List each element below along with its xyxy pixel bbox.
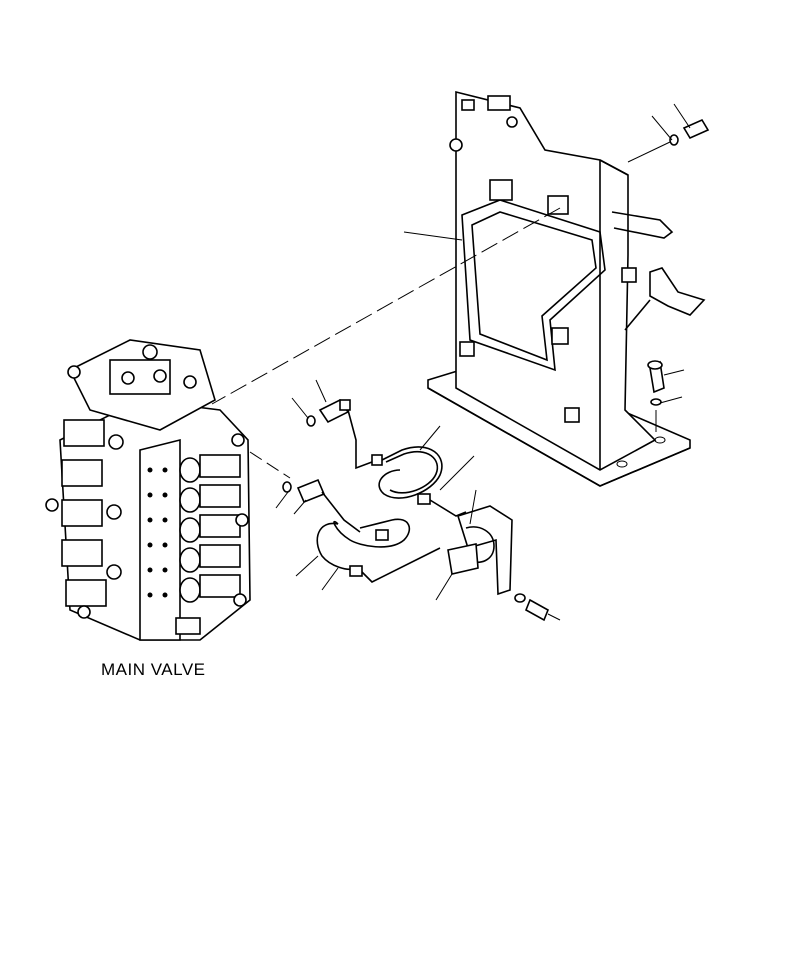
valve-ports — [147, 467, 168, 598]
main-valve-assembly — [45, 339, 251, 641]
harness-lower — [295, 518, 441, 591]
spool-stack-right — [179, 433, 249, 607]
assembly-line — [211, 207, 561, 405]
top-bolt — [627, 103, 710, 163]
bracket-column — [427, 90, 706, 487]
pressure-switch-upper — [291, 379, 373, 470]
side-bolt — [647, 360, 685, 432]
spool-caps-left — [45, 419, 124, 619]
bottom-fitting — [175, 617, 201, 635]
main-valve-label: MAIN VALVE — [101, 660, 206, 679]
clamp-bracket — [435, 489, 561, 622]
pressure-switch-lower — [275, 478, 361, 533]
leader-bracket — [403, 231, 463, 241]
assembly-line-2 — [249, 451, 291, 479]
harness-upper — [371, 425, 475, 517]
